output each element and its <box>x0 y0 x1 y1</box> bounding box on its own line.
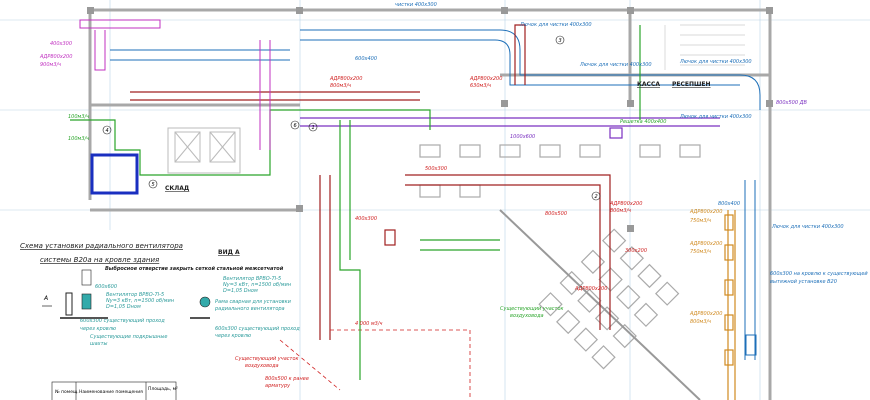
roof-exhaust-label: 600х300 на кровлю к существующей <box>770 271 868 277</box>
arrow-a-label: А <box>43 295 48 302</box>
fan-note: D=1,05 Dном <box>106 304 141 310</box>
hatch-label: Лючок для чистки 400х300 <box>679 114 752 120</box>
duct-size-label: 800х500 ДВ <box>776 100 808 106</box>
hatch-label: Лючок для чистки 400х300 <box>579 62 652 68</box>
diffuser-label: АДР800х200 <box>329 76 362 82</box>
room-number: 1 <box>312 125 315 131</box>
room-number-markers: 1 2 3 4 5 6 <box>102 35 601 201</box>
passage-note: через кровлю <box>80 326 116 332</box>
frame-note: Рама сварная для установки <box>215 299 292 305</box>
diffuser-label: АДР800х200 <box>574 286 607 292</box>
passage-note: 600х300 существующий проход <box>215 326 300 332</box>
existing-duct-label: воздуховода <box>510 313 544 319</box>
duct-size-label: 800х400 <box>718 201 740 207</box>
plan-annotations: чистки 400х300 Лючок для чистки 400х300 … <box>39 2 868 389</box>
diffuser-label: АДР800х200 <box>469 76 502 82</box>
equipment-room-box <box>90 153 139 195</box>
duct-size-label: 800х500 <box>545 211 567 217</box>
room-label-sklad: СКЛАД <box>165 185 189 192</box>
flow-label: 750м3/ч <box>690 218 711 224</box>
room-number: 5 <box>152 182 155 188</box>
hatch-label: Лючок для чистки 400х300 <box>519 22 592 28</box>
shafts-note: шахты <box>90 341 108 347</box>
red-supply-duct <box>130 24 611 340</box>
flow-label: 100м3/ч <box>68 136 89 142</box>
building-walls <box>87 7 773 400</box>
fan-note: D=1,05 Dном <box>223 288 258 294</box>
duct-size-label: 600х400 <box>355 56 377 62</box>
flow-label: 900м3/ч <box>40 62 61 68</box>
existing-duct-label: Существующий участок <box>500 306 564 312</box>
passage-note: через кровлю <box>215 333 251 339</box>
diffuser-label: АДР800х200 <box>609 201 642 207</box>
passage-note: 600х300 существующий проход <box>80 318 165 324</box>
existing-duct-label: воздуховода <box>245 363 279 369</box>
fan-note: Nу=3 кВт, n=1500 об/мин <box>106 298 175 304</box>
table-header-number: № помещ. <box>55 389 79 395</box>
fan-note: Вентилятор ВРВО-7I-5 <box>106 292 164 298</box>
duct-size-label: 1000х600 <box>510 134 535 140</box>
orange-duct <box>724 210 736 400</box>
flow-label: 800м3/ч <box>610 208 631 214</box>
roof-exhaust-label: вытяжной установке В20 <box>770 279 837 285</box>
fan-note: Nу=3 кВт, n=1500 об/мин <box>223 282 292 288</box>
duct-size-label: 400х300 <box>50 41 72 47</box>
fan-note: Вентилятор ВРВО-7I-5 <box>223 276 281 282</box>
blue-exhaust-duct <box>110 29 761 360</box>
room-label-kassa: КАССА <box>637 81 660 88</box>
flow-label: 750м3/ч <box>690 249 711 255</box>
flow-label: 800м3/ч <box>330 83 351 89</box>
airflow-label: 4 000 м3/ч <box>355 321 383 327</box>
diffuser-label: АДР800х200 <box>689 209 722 215</box>
duct-size-label: 600х600 <box>95 284 117 290</box>
shafts-note: Существующие подкрышные <box>90 334 167 340</box>
fitting-label: 800х500 к ранее <box>265 376 309 382</box>
scheme-subtitle: системы В20а на кровле здания <box>40 256 159 264</box>
room-table: № помещ. Наименование помещения Площадь,… <box>51 381 178 400</box>
room-number: 2 <box>595 194 598 200</box>
purple-main-duct <box>300 117 720 139</box>
diffuser-label: АДР800х200 <box>689 311 722 317</box>
grille-note: Выбросное отверстие закрыть сеткой сталь… <box>105 265 284 272</box>
hatch-label: Лючок для чистки 400х300 <box>771 224 844 230</box>
grille-label: Решетка 400х400 <box>620 119 666 125</box>
room-number: 6 <box>294 123 297 129</box>
magenta-duct <box>79 19 271 150</box>
room-label-reception: РЕСЕПШЕН <box>672 81 711 88</box>
room-number: 3 <box>559 38 562 44</box>
table-header-area: Площадь, м² <box>148 386 178 392</box>
green-duct <box>70 25 641 380</box>
duct-size-label: 500х300 <box>425 166 447 172</box>
duct-size-label: 300х200 <box>625 248 647 254</box>
duct-size-label: 400х300 <box>355 216 377 222</box>
existing-duct-label: Существующий участок <box>235 356 299 362</box>
flow-label: 630м3/ч <box>470 83 491 89</box>
fitting-label: арматуру <box>265 383 291 389</box>
flow-label: 100м3/ч <box>68 114 89 120</box>
roof-fan-scheme: Схема установки радиального вентилятора … <box>20 242 300 347</box>
table-header-name: Наименование помещения <box>79 389 143 395</box>
hatch-label: Лючок для чистки 400х300 <box>679 59 752 65</box>
red-dashed-existing <box>279 329 471 400</box>
view-a-label: ВИД А <box>218 249 240 256</box>
hatch-label: чистки 400х300 <box>395 2 437 8</box>
scheme-title: Схема установки радиального вентилятора <box>20 242 183 250</box>
room-number: 4 <box>106 128 109 134</box>
furniture-tables <box>419 144 701 400</box>
diffuser-label: АДР800х200 <box>689 241 722 247</box>
diffuser-label: АДР800х200 <box>39 54 72 60</box>
frame-note: радиального вентилятора <box>214 306 285 312</box>
flow-label: 800м3/ч <box>690 319 711 325</box>
